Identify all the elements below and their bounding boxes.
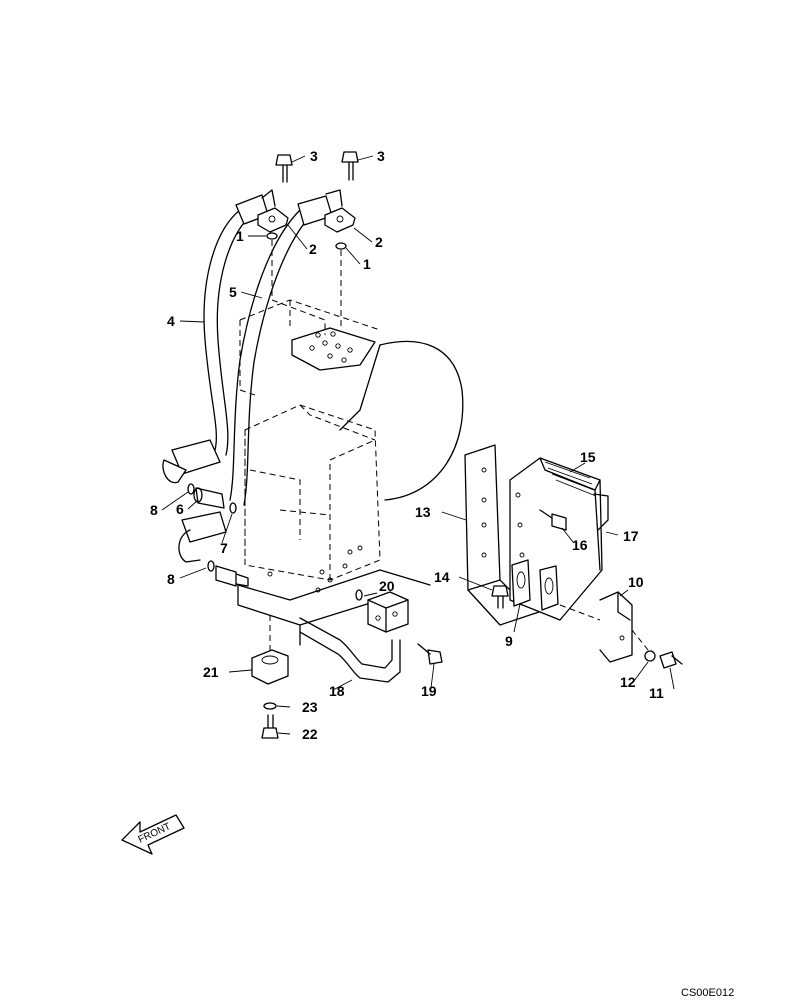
bolt-3-right bbox=[341, 151, 359, 181]
callout-4: 4 bbox=[167, 313, 175, 329]
housing-assembly bbox=[239, 299, 464, 501]
callout-20: 20 bbox=[379, 578, 395, 594]
bolt-14 bbox=[491, 585, 509, 609]
callout-11: 11 bbox=[649, 685, 664, 701]
o-ring-7 bbox=[229, 502, 237, 514]
callout-16: 16 bbox=[572, 537, 588, 553]
callout-18: 18 bbox=[329, 683, 345, 699]
flange-2-right bbox=[324, 189, 356, 233]
callout-14: 14 bbox=[434, 569, 450, 585]
front-arrow: FRONT bbox=[121, 814, 185, 855]
valve-block bbox=[237, 404, 431, 646]
pipe-18 bbox=[299, 617, 401, 683]
bolt-22 bbox=[261, 714, 279, 739]
callout-2a: 2 bbox=[309, 241, 317, 257]
flange-2-left bbox=[257, 189, 289, 233]
drawing-code: CS00E012 bbox=[681, 987, 734, 999]
clamp-21 bbox=[251, 615, 289, 685]
callout-1a: 1 bbox=[236, 228, 244, 244]
callout-13: 13 bbox=[415, 504, 431, 520]
callout-9: 9 bbox=[505, 633, 513, 649]
callout-1b: 1 bbox=[363, 256, 371, 272]
callout-6: 6 bbox=[176, 501, 184, 517]
callout-2b: 2 bbox=[375, 234, 383, 250]
callout-labels: 3 3 1 2 2 1 5 4 8 6 7 8 15 13 16 17 14 2… bbox=[150, 148, 664, 742]
callout-3b: 3 bbox=[377, 148, 385, 164]
callout-10: 10 bbox=[628, 574, 644, 590]
hose-5 bbox=[178, 195, 333, 563]
callout-5: 5 bbox=[229, 284, 237, 300]
o-ring-1-right bbox=[335, 242, 347, 250]
callout-19: 19 bbox=[421, 683, 437, 699]
bolt-19 bbox=[417, 643, 443, 665]
washer-12 bbox=[644, 650, 656, 662]
callout-21: 21 bbox=[203, 664, 219, 680]
bolt-16 bbox=[539, 509, 567, 531]
bracket-10 bbox=[599, 591, 633, 663]
leader-lines bbox=[161, 155, 675, 735]
clamp-9 bbox=[511, 559, 559, 611]
callout-7: 7 bbox=[220, 540, 228, 556]
bolt-3-left bbox=[275, 154, 293, 183]
callout-8b: 8 bbox=[167, 571, 175, 587]
o-ring-1-left bbox=[266, 232, 278, 240]
washer-23 bbox=[263, 702, 277, 710]
cooler-15 bbox=[509, 457, 603, 621]
hose-4 bbox=[162, 194, 269, 484]
panel-17 bbox=[593, 493, 609, 531]
block-20 bbox=[367, 591, 409, 633]
callout-22: 22 bbox=[302, 726, 318, 742]
callout-23: 23 bbox=[302, 699, 318, 715]
adapter-lower bbox=[215, 565, 249, 587]
callout-15: 15 bbox=[580, 449, 596, 465]
callout-17: 17 bbox=[623, 528, 639, 544]
o-ring-8-upper bbox=[187, 483, 195, 495]
o-ring-20 bbox=[355, 589, 363, 601]
callout-12: 12 bbox=[620, 674, 636, 690]
adapter-6 bbox=[193, 487, 225, 509]
callout-3a: 3 bbox=[310, 148, 318, 164]
bolt-11 bbox=[659, 651, 683, 669]
o-ring-8-lower bbox=[207, 560, 215, 572]
callout-8a: 8 bbox=[150, 502, 158, 518]
